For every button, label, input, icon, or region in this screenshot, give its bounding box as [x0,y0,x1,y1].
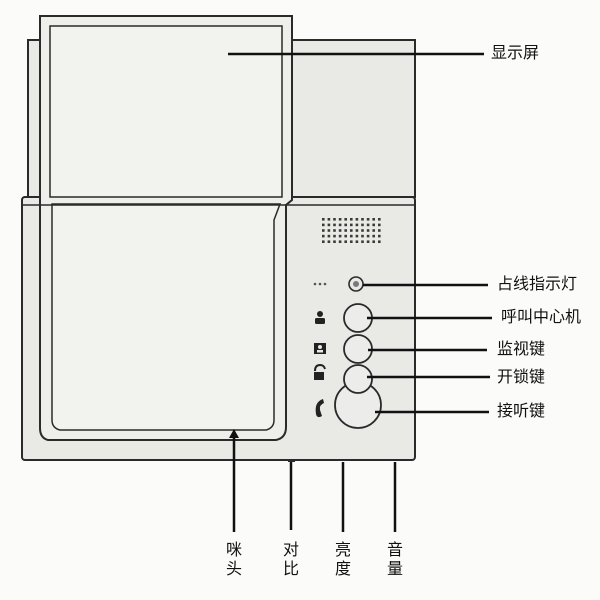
grille-hole [355,229,359,232]
grille-hole [333,229,336,232]
grille-hole [355,223,359,227]
grille-hole [344,240,347,243]
grille-hole [322,223,325,227]
label-monitor-key: 监视键 [497,339,546,358]
grille-hole [366,229,370,232]
label-microphone: 咪头 [225,540,242,578]
display-screen [49,25,283,198]
grille-hole [355,218,359,221]
grille-hole [327,218,331,221]
grille-hole [333,223,336,227]
grille-hole [322,229,325,232]
grille-hole [350,223,353,227]
grille-hole [361,223,364,227]
callout-lines [228,52,492,532]
grille-hole [372,218,375,221]
grille-hole [361,234,364,238]
person-icon [315,311,325,324]
grille-hole [366,234,370,238]
unlock-button[interactable] [343,364,373,394]
grille-hole [378,240,381,243]
monitor-button[interactable] [343,334,373,364]
intercom-device [21,15,416,461]
grille-hole [350,218,353,221]
grille-hole [366,218,370,221]
grille-hole [333,240,336,243]
grille-hole [378,234,381,238]
unlock-icon [314,363,326,380]
grille-hole [344,234,347,238]
grille-hole [338,223,342,227]
grille-hole [327,223,331,227]
grille-hole [338,240,342,243]
grille-hole [361,229,364,232]
grille-hole [361,240,364,243]
label-contrast: 对比 [282,540,299,578]
monitor-icon [314,343,326,354]
grille-hole [372,223,375,227]
label-brightness: 亮度 [334,540,351,578]
grille-hole [322,218,325,221]
handset-icon [315,399,324,418]
label-busy-indicator: 占线指示灯 [497,274,578,293]
grille-hole [355,234,359,238]
label-display-screen: 显示屏 [491,43,540,62]
label-answer-key: 接听键 [497,401,546,420]
microphone-arrow [229,429,239,438]
indicator-dots-icon [313,282,327,286]
grille-hole [344,218,347,221]
label-volume: 音量 [386,540,403,578]
grille-hole [350,234,353,238]
grille-hole [333,234,336,238]
grille-hole [372,229,375,232]
grille-hole [350,240,353,243]
grille-hole [327,229,331,232]
grille-hole [322,234,325,238]
grille-hole [333,218,336,221]
speaker-grille [322,218,381,243]
grille-hole [344,229,347,232]
grille-hole [378,223,381,227]
label-call-center: 呼叫中心机 [501,307,582,326]
label-unlock-key: 开锁键 [497,367,546,386]
grille-hole [378,218,381,221]
grille-hole [366,240,370,243]
grille-hole [322,240,325,243]
grille-hole [355,240,359,243]
grille-hole [327,240,331,243]
busy-indicator-light [348,276,364,292]
handset-lower-panel [51,203,282,431]
grille-hole [372,240,375,243]
grille-hole [338,229,342,232]
grille-hole [378,229,381,232]
grille-hole [350,229,353,232]
grille-hole [344,223,347,227]
grille-hole [338,234,342,238]
grille-hole [372,234,375,238]
grille-hole [327,234,331,238]
grille-hole [361,218,364,221]
grille-hole [366,223,370,227]
grille-hole [338,218,342,221]
